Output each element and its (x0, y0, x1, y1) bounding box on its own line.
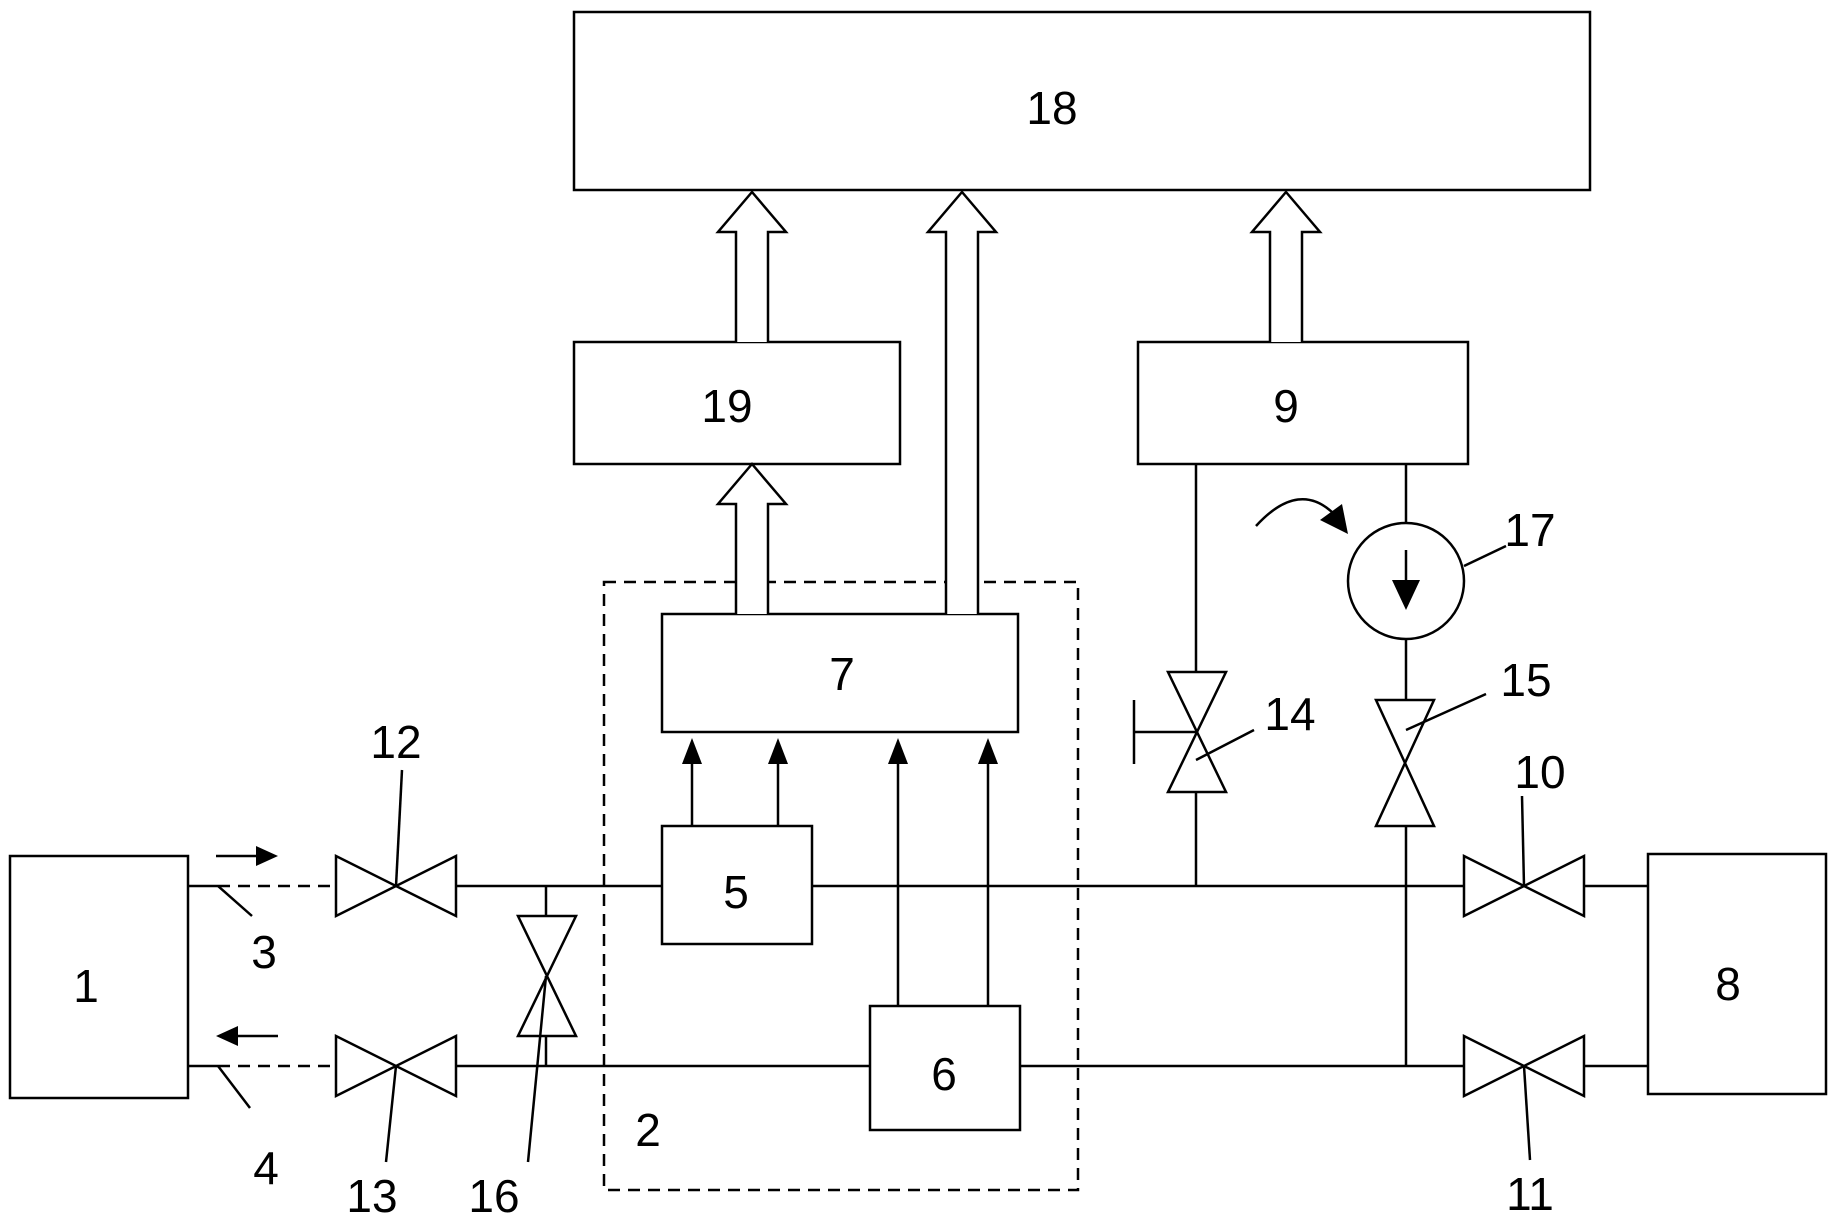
label-2: 2 (635, 1104, 661, 1156)
label-1: 1 (73, 960, 99, 1012)
label-10: 10 (1514, 746, 1565, 798)
block-8: 8 (1648, 854, 1826, 1094)
callout-3: 3 (218, 886, 277, 978)
valve-15 (1376, 700, 1434, 826)
block-19: 19 (574, 342, 900, 464)
label-7: 7 (829, 648, 855, 700)
rotation-arrow-icon (1256, 499, 1348, 534)
callout-12: 12 (370, 716, 421, 886)
data-arrow-19-to-18 (718, 192, 786, 342)
callout-11: 11 (1506, 1066, 1554, 1220)
label-11: 11 (1506, 1168, 1554, 1220)
callout-15: 15 (1406, 654, 1552, 730)
callout-4: 4 (218, 1066, 279, 1194)
block-9: 9 (1138, 342, 1468, 464)
label-16: 16 (468, 1170, 519, 1222)
block-1: 1 (10, 856, 188, 1098)
data-arrow-7-to-19 (718, 464, 786, 614)
block-18: 18 (574, 12, 1590, 190)
label-8: 8 (1715, 958, 1741, 1010)
callout-13: 13 (346, 1066, 397, 1222)
label-19: 19 (701, 380, 752, 432)
label-6: 6 (931, 1048, 957, 1100)
signal-6-to-7-b (978, 738, 998, 1006)
arrow-left-icon (216, 1026, 278, 1046)
block-7: 7 (662, 614, 1018, 732)
arrow-right-icon (216, 846, 278, 866)
valve-16 (518, 916, 576, 1036)
label-14: 14 (1264, 688, 1315, 740)
data-arrow-9-to-18 (1252, 192, 1320, 342)
callout-17: 17 (1464, 504, 1556, 566)
signal-6-to-7-a (888, 738, 908, 1006)
label-3: 3 (251, 926, 277, 978)
data-arrow-7-to-18 (928, 192, 996, 614)
valve-14 (1134, 672, 1226, 792)
label-17: 17 (1504, 504, 1555, 556)
signal-5-to-7-a (682, 738, 702, 826)
label-13: 13 (346, 1170, 397, 1222)
block-6: 6 (870, 1006, 1020, 1130)
block-5: 5 (662, 826, 812, 944)
label-18: 18 (1026, 82, 1077, 134)
label-15: 15 (1500, 654, 1551, 706)
label-12: 12 (370, 716, 421, 768)
label-9: 9 (1273, 380, 1299, 432)
label-5: 5 (723, 866, 749, 918)
callout-10: 10 (1514, 746, 1565, 886)
label-4: 4 (253, 1142, 279, 1194)
pump-17 (1348, 523, 1464, 639)
signal-5-to-7-b (768, 738, 788, 826)
